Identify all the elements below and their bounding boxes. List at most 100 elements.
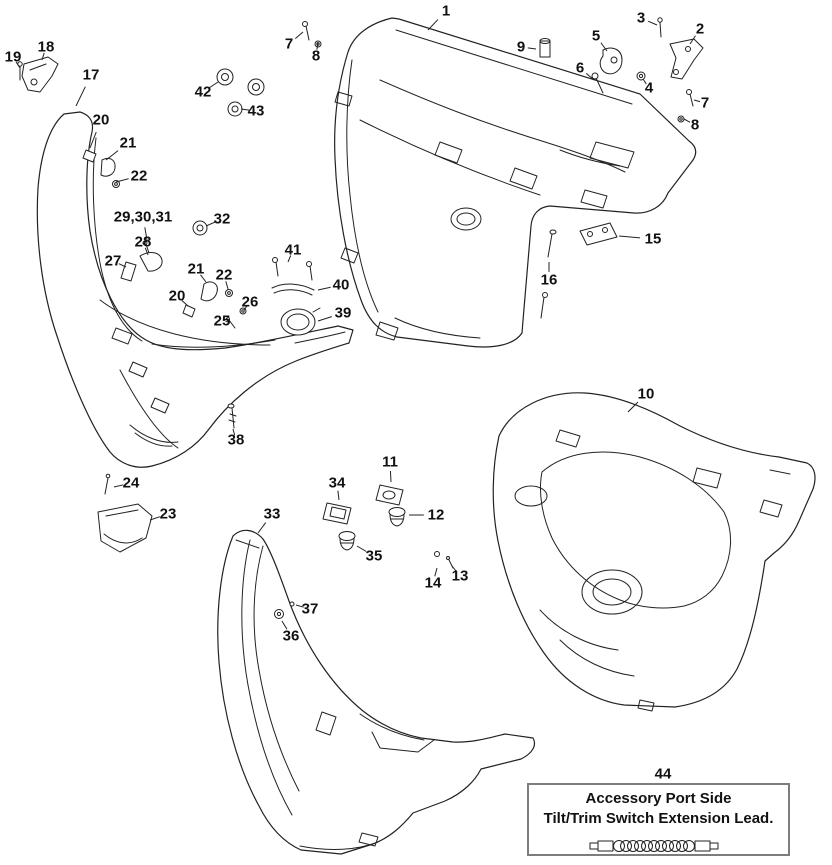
leader-line xyxy=(144,247,149,256)
leader-line xyxy=(225,281,229,290)
callout-15: 15 xyxy=(644,230,662,248)
callout-22: 22 xyxy=(215,266,233,284)
callout-23: 23 xyxy=(159,505,177,523)
leader-line xyxy=(205,221,216,227)
leader-line xyxy=(337,490,340,501)
callout-9: 9 xyxy=(516,38,526,56)
callout-39: 39 xyxy=(334,304,352,322)
leader-line xyxy=(585,73,595,81)
leader-line xyxy=(693,99,701,103)
callout-7: 7 xyxy=(284,35,294,53)
leader-line xyxy=(689,35,696,45)
callout-16: 16 xyxy=(540,271,558,289)
leader-line xyxy=(389,470,392,483)
leader-line xyxy=(113,484,124,488)
callout-21: 21 xyxy=(119,134,137,152)
callout-8: 8 xyxy=(690,116,700,134)
lower-starboard-cowl xyxy=(492,392,816,712)
leader-line xyxy=(75,86,86,107)
leader-line xyxy=(627,401,639,413)
upper-starboard-cowl xyxy=(334,17,697,348)
small-parts xyxy=(17,17,704,619)
leader-line xyxy=(356,545,367,552)
leader-line xyxy=(243,305,248,311)
callout-14: 14 xyxy=(424,574,442,592)
callout-40: 40 xyxy=(332,276,350,294)
leader-line xyxy=(144,227,148,241)
callout-32: 32 xyxy=(213,210,231,228)
callout-33: 33 xyxy=(263,505,281,523)
front-lower-panel xyxy=(97,503,153,553)
leader-line xyxy=(434,567,438,577)
callout-7: 7 xyxy=(700,94,710,112)
callout-2: 2 xyxy=(695,20,705,38)
callout-11: 11 xyxy=(382,453,398,471)
leader-line xyxy=(200,274,207,283)
callout-20: 20 xyxy=(168,287,186,305)
callout-43: 43 xyxy=(247,102,265,120)
callout-10: 10 xyxy=(637,385,655,403)
leader-line xyxy=(89,131,97,149)
leader-line xyxy=(527,47,537,50)
leader-line xyxy=(451,565,457,572)
callout-1: 1 xyxy=(441,2,451,20)
callout-12: 12 xyxy=(427,506,445,524)
leader-line xyxy=(181,300,189,307)
leader-line xyxy=(317,286,331,291)
leader-line xyxy=(240,108,250,111)
callout-20: 20 xyxy=(92,111,110,129)
leader-line xyxy=(41,52,45,61)
leader-line xyxy=(105,150,119,161)
callout-41: 41 xyxy=(284,241,302,259)
accessory-note-line2: Tilt/Trim Switch Extension Lead. xyxy=(543,810,774,827)
leader-line xyxy=(287,255,292,263)
callout-5: 5 xyxy=(591,27,601,45)
leader-line xyxy=(642,78,647,85)
leader-line xyxy=(618,235,641,239)
leader-line xyxy=(427,19,439,31)
leader-line xyxy=(600,42,608,52)
callout-37: 37 xyxy=(301,600,319,618)
callout-19: 19 xyxy=(4,48,22,66)
leader-lines-layer xyxy=(15,19,701,630)
callout-42: 42 xyxy=(194,83,212,101)
callout-18: 18 xyxy=(37,38,55,56)
leader-line xyxy=(683,118,691,123)
leader-line xyxy=(647,20,658,26)
callout-27: 27 xyxy=(104,252,122,270)
callout-3: 3 xyxy=(636,9,646,27)
callout-29-30-31: 29,30,31 xyxy=(113,208,173,226)
callout-28: 28 xyxy=(134,233,152,251)
callout-13: 13 xyxy=(451,567,469,585)
callout-22: 22 xyxy=(130,167,148,185)
leader-line xyxy=(281,620,288,630)
leader-line xyxy=(118,263,127,268)
callout-17: 17 xyxy=(82,66,100,84)
leader-line xyxy=(209,81,219,88)
leader-line xyxy=(115,178,129,183)
callout-25: 25 xyxy=(213,312,231,330)
leader-line xyxy=(225,320,231,323)
lower-port-cowl xyxy=(217,529,536,855)
leader-line xyxy=(317,316,332,322)
callout-38: 38 xyxy=(227,431,245,449)
callout-44: 44 xyxy=(654,765,672,783)
callout-26: 26 xyxy=(241,293,259,311)
callout-34: 34 xyxy=(328,474,346,492)
callout-4: 4 xyxy=(644,79,654,97)
callout-24: 24 xyxy=(122,474,140,492)
leader-line xyxy=(149,516,161,521)
leader-line xyxy=(232,428,236,436)
leader-line xyxy=(295,604,304,608)
accessory-note-line1: Accessory Port Side xyxy=(585,790,732,807)
cable-illustration xyxy=(589,840,719,852)
callout-6: 6 xyxy=(575,59,585,77)
upper-port-cowl xyxy=(36,111,354,468)
accessory-note-box: Accessory Port Side Tilt/Trim Switch Ext… xyxy=(527,783,790,856)
callout-36: 36 xyxy=(282,627,300,645)
callout-8: 8 xyxy=(311,47,321,65)
leader-line xyxy=(257,522,267,534)
leader-line xyxy=(316,41,319,50)
callout-35: 35 xyxy=(365,547,383,565)
